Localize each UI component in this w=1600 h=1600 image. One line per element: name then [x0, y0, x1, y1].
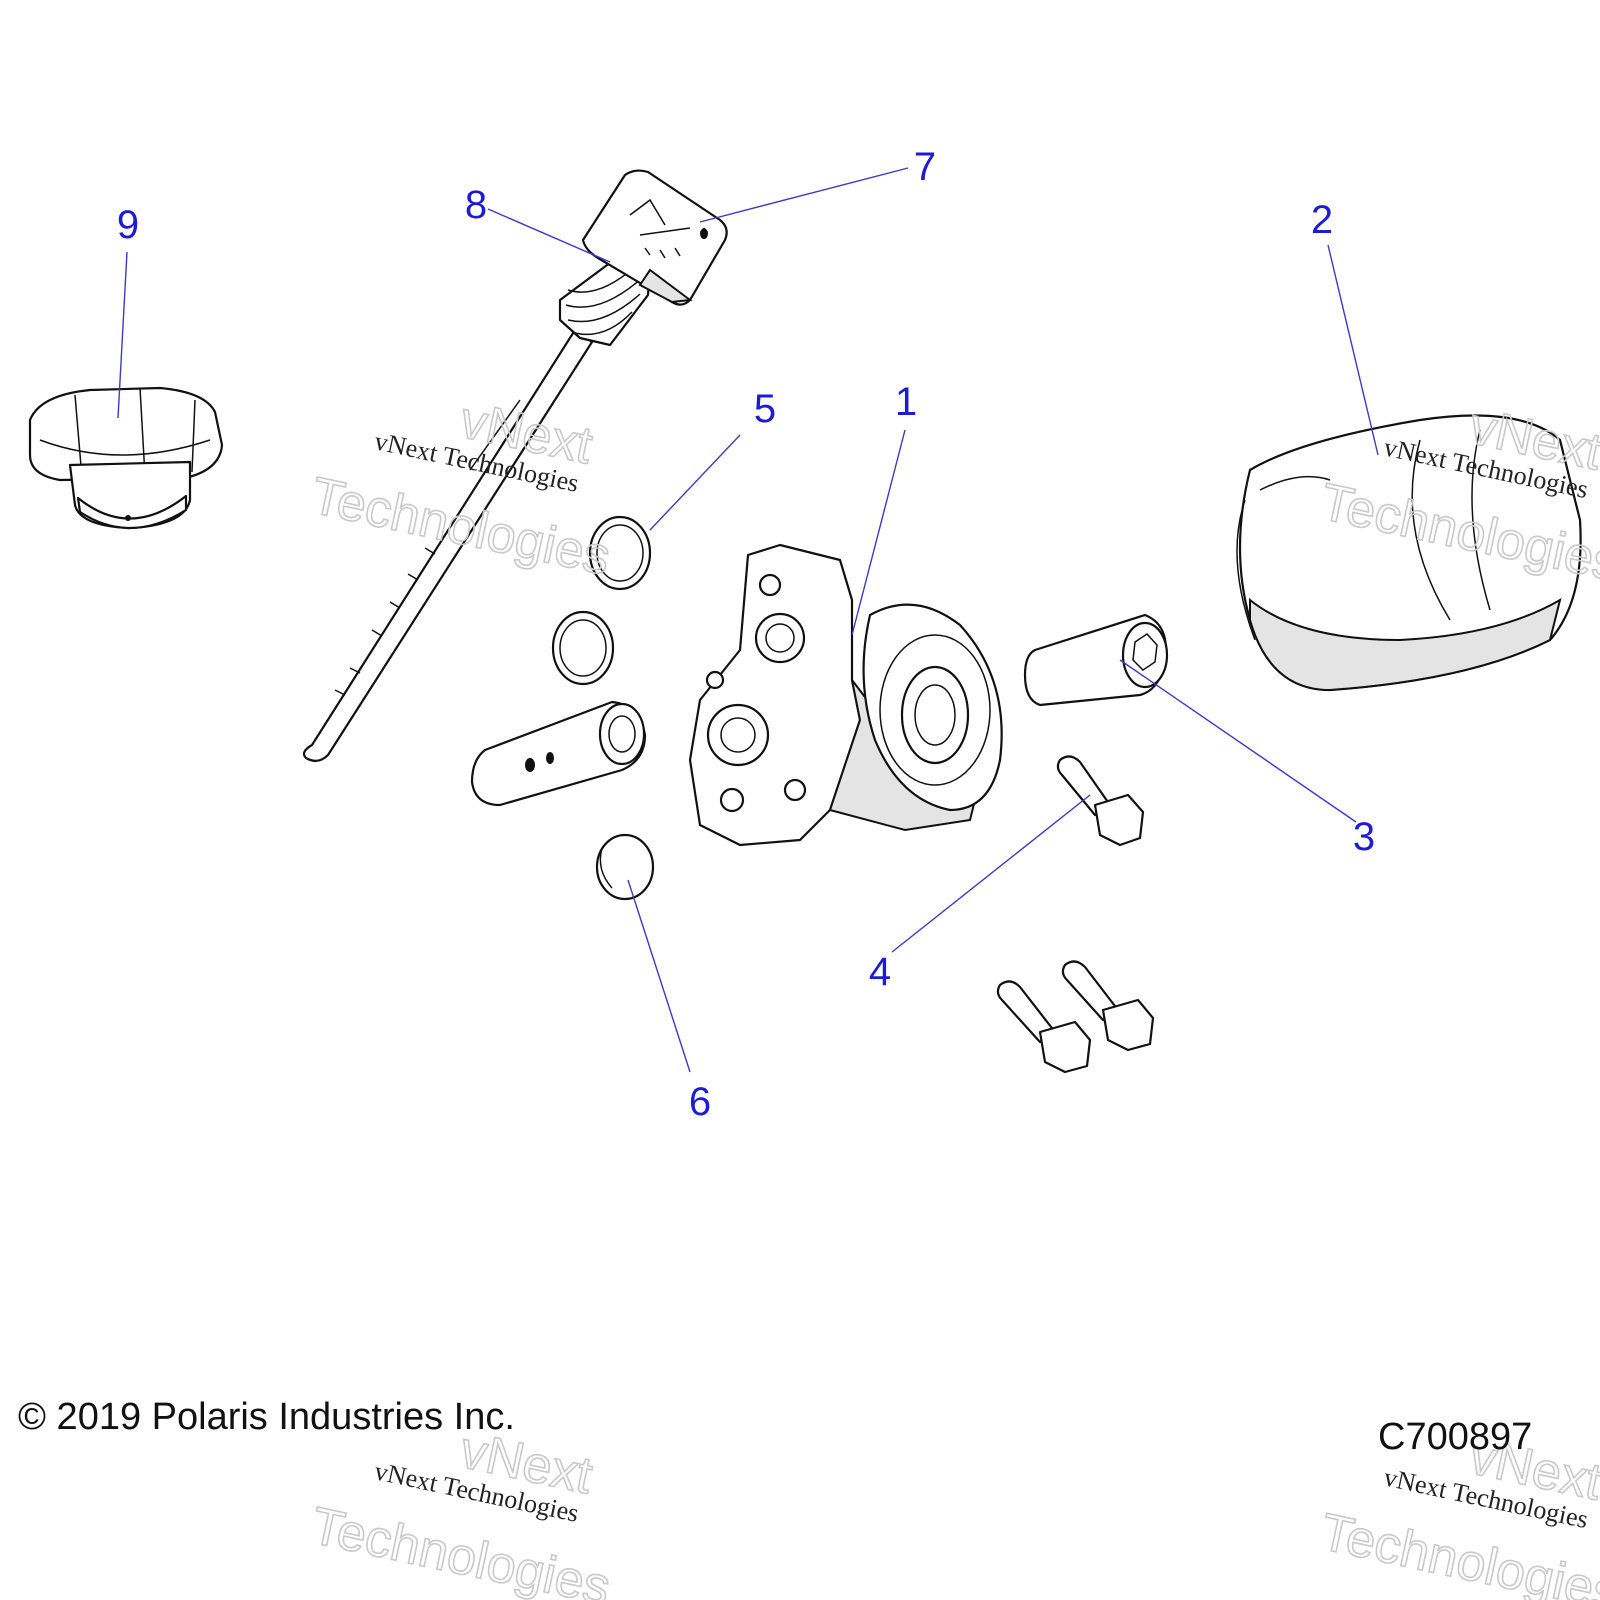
callout-3: 3	[1353, 815, 1375, 859]
callout-6: 6	[689, 1080, 711, 1124]
copyright-text: © 2019 Polaris Industries Inc.	[18, 1396, 515, 1438]
leader-4	[891, 794, 1091, 953]
callout-7: 7	[914, 145, 936, 189]
callout-numbers: 1 2 3 4 5 6 7 8 9	[117, 145, 1375, 1124]
part-1-filter-adapter	[688, 543, 1003, 847]
part-6-plug	[595, 833, 655, 901]
callout-5: 5	[754, 387, 776, 431]
drawing-code: C700897	[1378, 1416, 1533, 1458]
watermark-1: vNext vNext Technologies Technologies	[305, 390, 616, 587]
part-3-nipple	[1023, 613, 1169, 707]
leader-5	[649, 434, 741, 531]
leader-2	[1327, 244, 1379, 456]
callout-1: 1	[895, 380, 917, 424]
part-4-bolts	[996, 755, 1155, 1074]
callout-9: 9	[117, 203, 139, 247]
leader-3	[1119, 659, 1357, 823]
leader-1	[851, 429, 906, 636]
part-valve-spool	[470, 700, 647, 807]
part-9-cap	[28, 386, 224, 530]
callout-8: 8	[465, 183, 487, 227]
bolt-b	[996, 980, 1092, 1074]
callout-4: 4	[869, 950, 891, 994]
leader-9	[117, 251, 128, 419]
part-2-oil-filter	[1236, 414, 1582, 692]
part-5-o-rings	[551, 515, 652, 686]
bolt-c	[1061, 960, 1155, 1052]
leader-7	[699, 167, 909, 223]
leader-8	[487, 208, 611, 263]
leader-6	[627, 879, 691, 1073]
bolt-a	[1056, 755, 1145, 847]
leader-lines	[117, 167, 1379, 1073]
callout-2: 2	[1311, 198, 1333, 242]
